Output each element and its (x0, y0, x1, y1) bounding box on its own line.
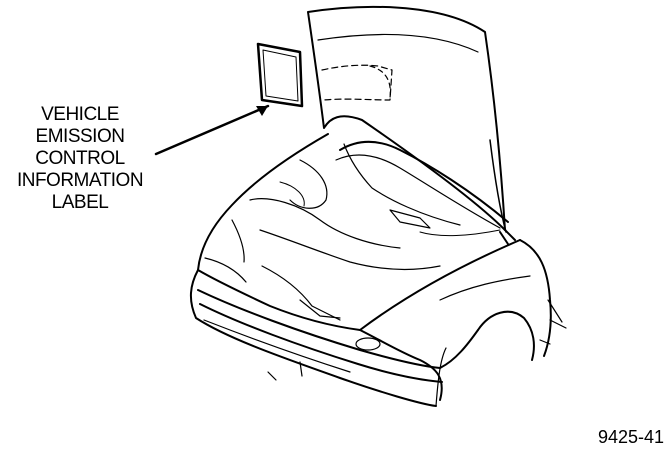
figure-number: 9425-41 (597, 427, 664, 447)
engine-compartment (198, 134, 520, 350)
emission-label-plate (258, 44, 302, 106)
front-fascia (191, 270, 478, 406)
callout-line: EMISSION (35, 126, 125, 147)
callout-line: INFORMATION (16, 170, 144, 191)
raised-hood (308, 7, 515, 244)
callout-line: LABEL (51, 192, 109, 213)
callout-arrow (156, 106, 268, 154)
callout-line: CONTROL (35, 148, 125, 169)
callout-line: VEHICLE (41, 104, 119, 125)
emission-label-callout: VEHICLE EMISSION CONTROL INFORMATION LAB… (0, 104, 160, 214)
fender (440, 240, 566, 360)
